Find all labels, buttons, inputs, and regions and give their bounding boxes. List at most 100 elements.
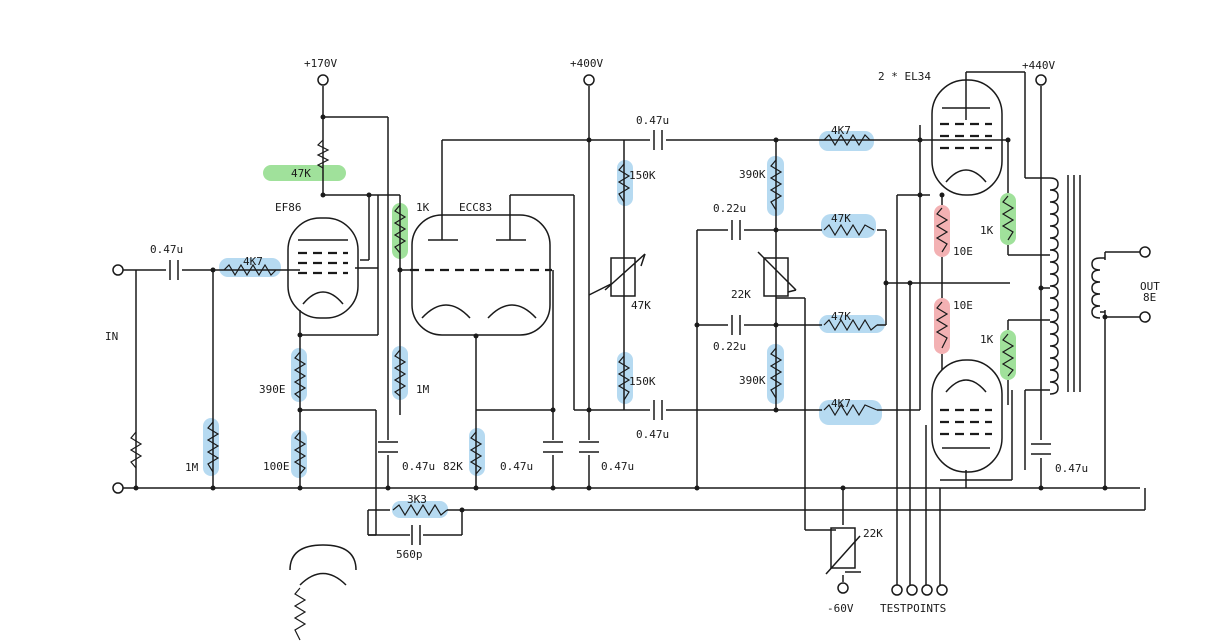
label-r-cath-top: 10E [953,245,973,258]
label-pot-bias-balance: 22K [731,288,751,301]
label-output: OUT [1140,280,1160,293]
label-r-grid-bottom: 4K7 [831,397,851,410]
bypass-capacitor-1 [543,441,563,453]
label-pot-bias-set: 22K [863,527,883,540]
resistor-10e-bottom [935,301,949,349]
label-r-bias-bottom: 390K [739,374,766,387]
resistor-1k-feed [393,204,407,254]
label-r-grid-stop: 4K7 [243,255,263,268]
label-r-ef86-anode: 47K [291,167,311,180]
label-r-cath-bottom: 10E [953,299,973,312]
junctions [133,114,1108,513]
label-r-bias-top: 390K [739,168,766,181]
tube-ef86 [287,217,359,319]
resistor-390e-cathode [293,351,307,399]
bypass-capacitor-2 [579,441,599,453]
resistor-47k-anode [316,139,330,169]
testpoint-1 [891,584,903,596]
terminal-minus-60v [837,582,849,594]
label-tubes-el34: 2 * EL34 [878,70,931,83]
label-c-feedback: 560p [396,548,423,561]
tube-el34-top [931,79,1003,196]
tube-partial-lower [289,544,357,586]
capacitors [169,130,1051,545]
resistor-390k-top [769,159,783,211]
resistor-10e-top [935,207,949,253]
pot-47k-balance [588,253,646,297]
terminal-plus-170v [317,74,329,86]
label-c-400-bypass: 0.47u [601,460,634,473]
resistor-4k7-bottom [823,403,878,417]
coupling-capacitor-bottom [653,400,663,420]
label-testpoints: TESTPOINTS [880,602,946,615]
terminal-output-ground [1139,311,1151,323]
terminals [112,74,1151,596]
bias-capacitor-top [731,220,741,240]
terminal-output-hot [1139,246,1151,258]
label-c-bias-bottom: 0.22u [713,340,746,353]
resistor-4k7-top [823,133,871,147]
label-r-grid-top: 4K7 [831,124,851,137]
resistor-lower-tube [293,587,307,641]
label-r-bias-sep-bottom: 47K [831,310,851,323]
resistor-150k-top [617,163,631,203]
label-tube-ef86: EF86 [275,201,302,214]
label-r-feed: 1K [416,201,430,214]
label-c-ecc-bypass: 0.47u [500,460,533,473]
resistor-47k-bottom [823,318,878,332]
labels: +170V +400V +440V -60V EF86 ECC83 2 * EL… [105,57,1160,615]
label-c-ecc-grid: 0.47u [402,460,435,473]
terminal-input-ground [112,482,124,494]
wiring [121,71,1146,585]
output-transformer [1049,175,1105,395]
testpoint-4 [936,584,948,596]
label-tube-ecc83: ECC83 [459,201,492,214]
label-output-impedance: 8E [1143,291,1156,304]
label-c-bias-top: 0.22u [713,202,746,215]
testpoint-2 [906,584,918,596]
testpoint-3 [921,584,933,596]
bias-capacitor-bottom [731,315,741,335]
pot-22k-bias-set [825,527,861,575]
resistor-100e-feedback [293,431,307,475]
coupling-capacitor-top [653,130,663,150]
label-plus-400v: +400V [570,57,603,70]
resistor-1k-screen-top [1001,195,1015,241]
label-plus-170v: +170V [304,57,337,70]
label-r-load-top: 150K [629,169,656,182]
label-r-balance: 47K [631,299,651,312]
label-c-out-bypass: 0.47u [1055,462,1088,475]
input-capacitor [169,260,179,280]
terminal-plus-440v [1035,74,1047,86]
terminal-input-hot [112,264,124,276]
resistor-4k7-grid-stop [223,263,277,277]
resistor-input-ground [129,431,143,469]
label-r-load-bottom: 150K [629,375,656,388]
tube-el34-bottom [931,359,1003,473]
label-r-bias-sep-top: 47K [831,212,851,225]
resistor-150k-bottom [617,355,631,401]
resistor-1m-input [206,421,220,473]
label-c-in: 0.47u [150,243,183,256]
resistor-47k-top [823,223,875,237]
tube-ecc83 [410,214,552,336]
label-c-coup-bottom: 0.47u [636,428,669,441]
label-r-ef86-cath: 390E [259,383,286,396]
label-r-screen-top: 1K [980,224,994,237]
label-r-in-grid: 1M [185,461,199,474]
pot-22k-bias-balance [757,251,797,297]
potentiometers [588,251,861,575]
resistor-390k-bottom [769,347,783,399]
label-minus-60v: -60V [827,602,854,615]
label-r-screen-bottom: 1K [980,333,994,346]
grid-capacitor [378,441,398,453]
resistor-1k-screen-bottom [1001,333,1015,377]
resistor-3k3-feedback [392,503,448,517]
label-c-coup-top: 0.47u [636,114,669,127]
resistor-1m-grid [393,349,407,397]
label-input: IN [105,330,118,343]
resistors [129,133,1015,641]
resistor-82k-tail [469,431,483,475]
